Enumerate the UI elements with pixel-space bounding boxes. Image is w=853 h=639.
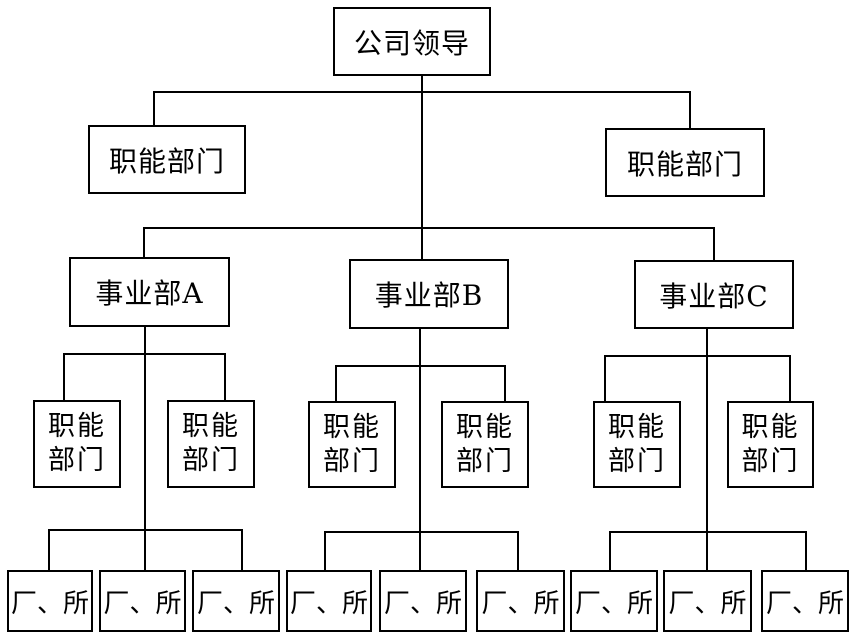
node-division-b: 事业部B: [349, 259, 509, 329]
connector-division-b-trunk: [419, 328, 421, 571]
node-label: 厂、所: [196, 588, 275, 619]
connector-division-b-units-bar: [324, 531, 519, 533]
node-label: 职能部门: [47, 411, 106, 476]
node-label: 厂、所: [574, 588, 653, 619]
connector-division-c: [713, 227, 715, 261]
connector-top-functional-bar: [153, 91, 691, 93]
node-company-leadership: 公司领导: [333, 7, 491, 76]
connector-top-functional-left: [153, 91, 155, 126]
node-division-a-functional-2: 职能部门: [167, 400, 255, 488]
connector-root-trunk: [421, 75, 423, 229]
node-top-functional-right: 职能部门: [605, 128, 765, 197]
node-label: 事业部C: [659, 279, 769, 313]
node-label: 职能部门: [741, 411, 800, 477]
node-division-c-unit-2: 厂、所: [663, 570, 752, 632]
connector-top-functional-right: [689, 91, 691, 129]
connector-division-a-unit-1: [48, 529, 50, 571]
node-division-a-unit-2: 厂、所: [99, 570, 186, 632]
connector-division-c-trunk: [706, 328, 708, 571]
connector-division-a-unit-3: [241, 529, 243, 571]
connector-division-c-functional-bar: [604, 355, 791, 357]
connector-division-c-functional-right: [789, 355, 791, 402]
node-division-a-unit-3: 厂、所: [192, 570, 280, 632]
node-label: 事业部A: [95, 277, 204, 310]
connector-division-b-unit-3: [517, 531, 519, 571]
connector-division-b-unit-1: [324, 531, 326, 571]
node-division-b-functional-1: 职能部门: [308, 401, 396, 488]
connector-division-a-units-bar: [48, 529, 243, 531]
node-top-functional-left: 职能部门: [88, 125, 246, 194]
node-label: 职能部门: [607, 411, 666, 477]
connector-division-b-functional-bar: [335, 365, 506, 367]
connector-division-a-functional-right: [224, 353, 226, 401]
connector-division-c-unit-3: [805, 531, 807, 571]
node-division-b-unit-3: 厂、所: [476, 570, 565, 632]
connector-division-a-functional-left: [63, 353, 65, 401]
node-division-c-unit-1: 厂、所: [570, 570, 658, 632]
node-label: 职能部门: [626, 147, 743, 181]
node-label: 厂、所: [10, 588, 89, 619]
connector-division-c-unit-1: [609, 531, 611, 571]
connector-division-c-units-bar: [609, 531, 807, 533]
node-label: 事业部B: [374, 279, 484, 312]
node-label: 厂、所: [765, 588, 844, 619]
node-label: 公司领导: [353, 26, 470, 60]
node-division-a-functional-1: 职能部门: [33, 400, 121, 488]
node-label: 职能部门: [108, 144, 225, 178]
node-label: 厂、所: [668, 588, 747, 619]
node-label: 职能部门: [455, 411, 514, 477]
node-division-b-unit-1: 厂、所: [286, 570, 372, 632]
connector-division-b: [421, 227, 423, 260]
node-division-c-functional-1: 职能部门: [593, 401, 681, 488]
node-division-a-unit-1: 厂、所: [7, 570, 93, 632]
node-division-c: 事业部C: [634, 260, 794, 329]
node-division-b-functional-2: 职能部门: [441, 401, 529, 488]
node-label: 厂、所: [481, 588, 560, 619]
node-division-c-functional-2: 职能部门: [727, 401, 814, 488]
connector-division-b-functional-right: [504, 365, 506, 402]
node-division-b-unit-2: 厂、所: [379, 570, 467, 632]
node-division-a: 事业部A: [69, 257, 230, 327]
connector-division-b-functional-left: [335, 365, 337, 402]
node-label: 厂、所: [289, 588, 368, 619]
node-label: 职能部门: [181, 411, 240, 476]
node-division-c-unit-3: 厂、所: [761, 570, 849, 632]
node-label: 厂、所: [103, 588, 182, 619]
connector-division-a-functional-bar: [63, 353, 226, 355]
node-label: 职能部门: [322, 411, 381, 477]
connector-division-a: [143, 227, 145, 258]
connector-division-a-trunk: [144, 326, 146, 571]
connector-divisions-bar: [143, 227, 715, 229]
connector-division-c-functional-left: [604, 355, 606, 402]
node-label: 厂、所: [383, 588, 462, 619]
